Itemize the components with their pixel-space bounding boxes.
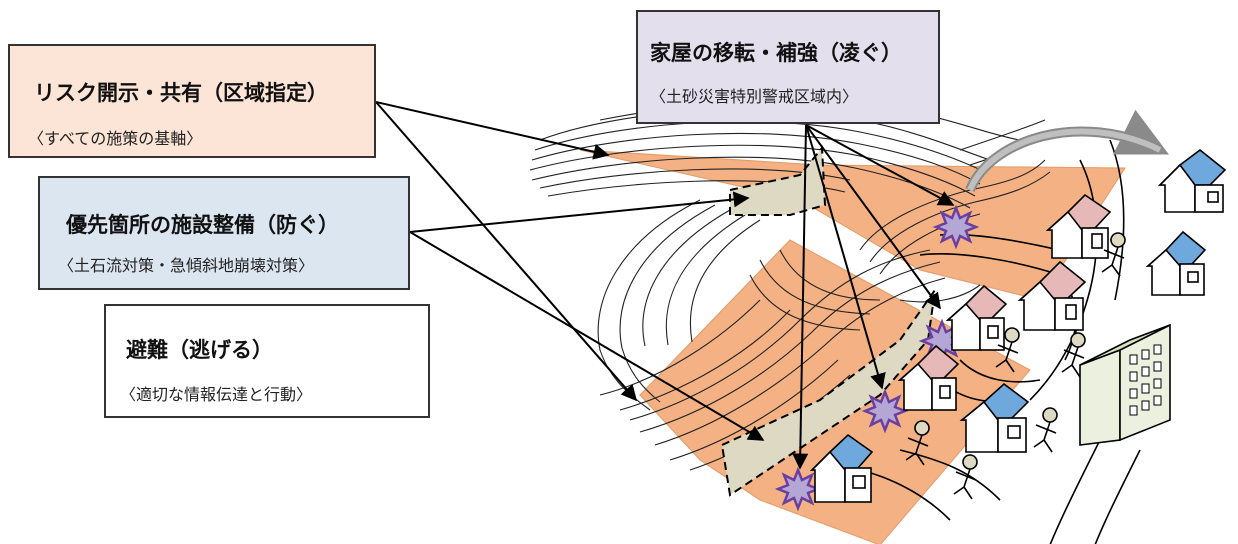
house-icon (959, 382, 1030, 453)
evacuation-box: 避難（逃げる） 〈適切な情報伝達と行動〉 (104, 304, 430, 418)
risk-disclosure-title: リスク開示・共有（区域指定） (34, 81, 328, 105)
impact-star-icon (932, 204, 980, 250)
house-icon (945, 284, 1008, 351)
evacuation-title: 避難（逃げる） (126, 338, 273, 362)
person-fleeing-icon (995, 327, 1020, 373)
house-icon (1158, 148, 1227, 213)
facility-maintenance-box: 優先箇所の施設整備（防ぐ） 〈土石流対策・急傾斜地崩壊対策〉 (38, 176, 410, 290)
fleeing-persons (905, 232, 1126, 500)
person-fleeing-icon (1033, 407, 1058, 453)
house-icon (1145, 230, 1207, 296)
house-icon (1017, 260, 1087, 331)
house-icon (1045, 193, 1112, 259)
house-relocation-title: 家屋の移転・補強（凌ぐ） (650, 41, 902, 65)
risk-disclosure-box: リスク開示・共有（区域指定） 〈すべての施策の基軸〉 (8, 44, 376, 158)
impact-star-icon (861, 388, 909, 434)
building-icon (1079, 323, 1171, 446)
houses (809, 148, 1227, 503)
person-fleeing-icon (953, 454, 978, 500)
house-icon (897, 344, 960, 411)
house-relocation-subtitle: 〈土砂災害特別警戒区域内〉 (650, 87, 859, 106)
risk-disclosure-subtitle: 〈すべての施策の基軸〉 (28, 129, 203, 148)
measure-arrows (375, 101, 955, 470)
facility-maintenance-subtitle: 〈土石流対策・急傾斜地崩壊対策〉 (58, 256, 315, 275)
evacuation-subtitle: 〈適切な情報伝達と行動〉 (120, 385, 313, 404)
relocation-arrow-icon (965, 109, 1169, 193)
person-fleeing-icon (905, 420, 930, 466)
facility-maintenance-title: 優先箇所の施設整備（防ぐ） (66, 213, 339, 237)
house-relocation-box: 家屋の移転・補強（凌ぐ） 〈土砂災害特別警戒区域内〉 (636, 10, 940, 124)
person-fleeing-icon (1061, 332, 1086, 378)
house-icon (809, 433, 874, 503)
impact-star-icon (774, 466, 822, 512)
person-fleeing-icon (1101, 232, 1126, 277)
sabo-dam-upper (729, 145, 827, 216)
